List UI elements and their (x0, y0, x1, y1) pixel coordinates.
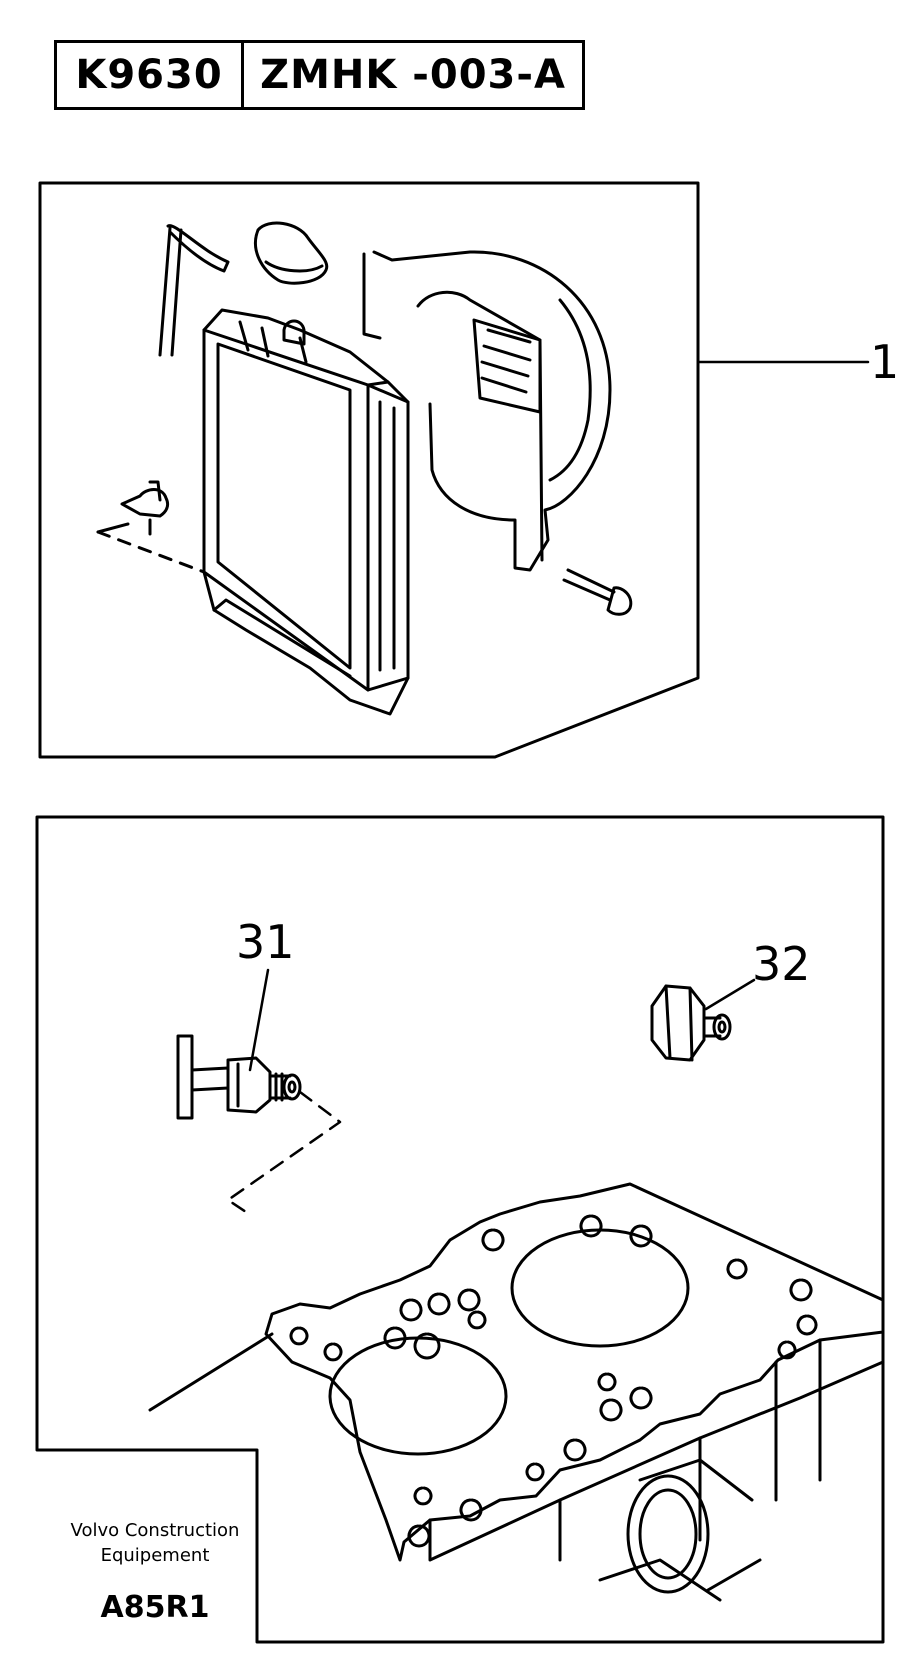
drain-valve-illustration (176, 968, 342, 1214)
panel-1-frame (38, 181, 700, 759)
drain-plug-illustration (650, 978, 756, 1062)
catalog-code: K9630 (57, 43, 244, 107)
illustration-code: ZMHK -003-A (260, 52, 566, 98)
callout-31-leader (248, 968, 270, 1072)
footer-credit: Volvo Construction Equipement A85R1 (60, 1518, 250, 1625)
part-number-box: K9630 ZMHK -003-A (54, 40, 585, 110)
radiator-illustration (96, 221, 633, 716)
engine-block-illustration (148, 1182, 885, 1602)
callout-1-label: 1 (870, 335, 899, 389)
panel-2-frame (35, 815, 885, 1644)
callout-31-label: 31 (236, 915, 295, 969)
model-code: A85R1 (100, 1590, 210, 1625)
callout-32-label: 32 (752, 937, 811, 991)
company-name-line-1: Volvo Construction (70, 1520, 240, 1541)
company-name-line-2: Equipement (100, 1545, 210, 1566)
callout-32-leader (704, 978, 756, 1011)
